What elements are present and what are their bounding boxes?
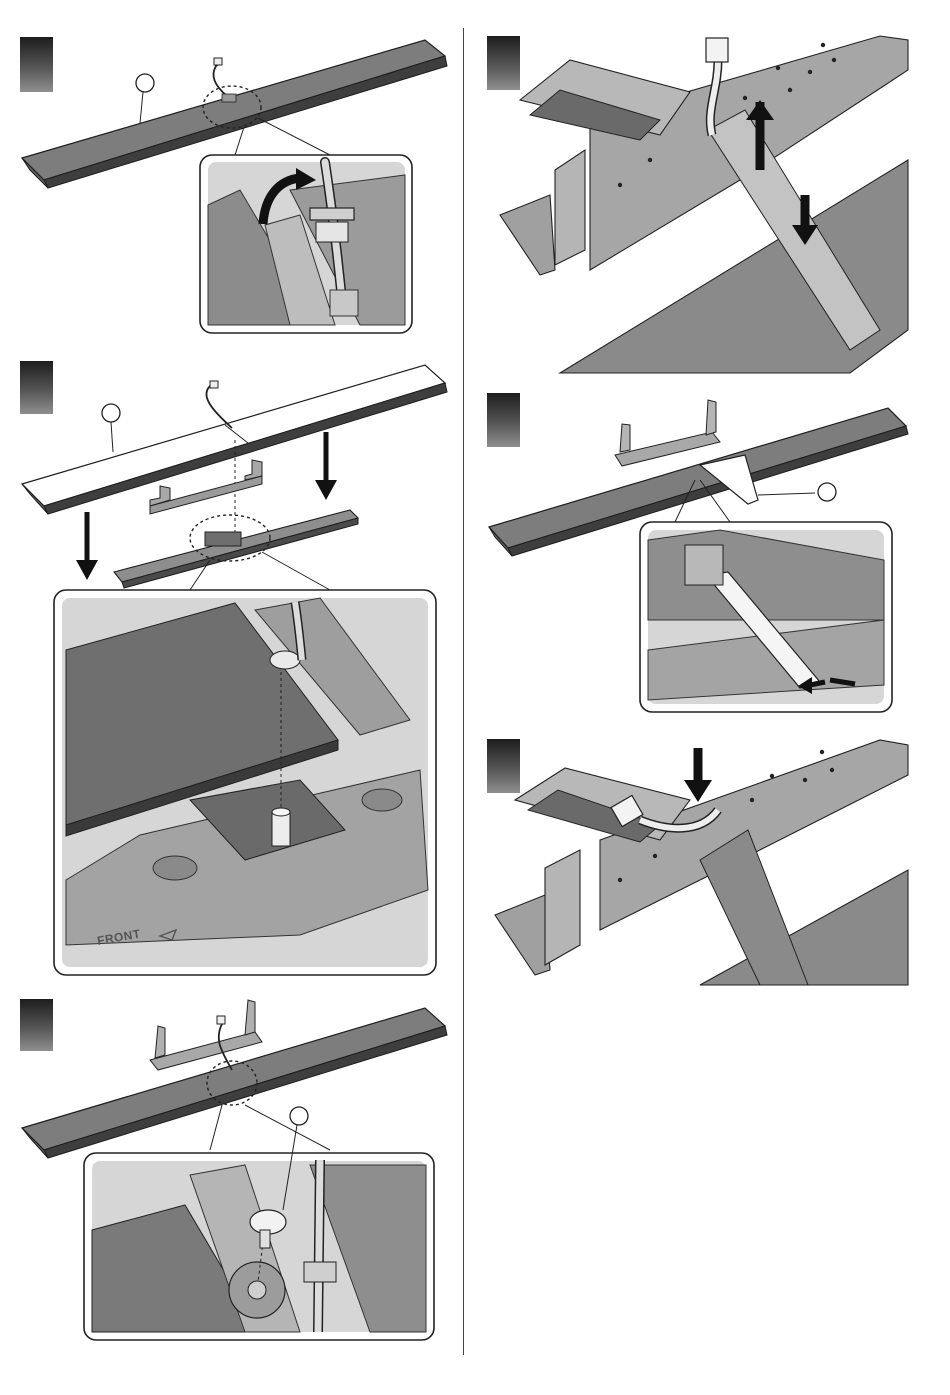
step-1-inset — [200, 155, 412, 333]
column-divider — [463, 28, 464, 1355]
step-2-callout-circle — [102, 404, 120, 422]
step-1-tab — [20, 37, 53, 92]
step-5 — [487, 393, 908, 712]
step-1-callout-circle — [136, 74, 154, 92]
step-3-tab — [20, 999, 53, 1051]
step-6-tab — [487, 739, 520, 793]
step-4 — [487, 36, 908, 373]
step-5-inset — [640, 522, 892, 712]
step-3-callout-circle — [290, 1107, 308, 1125]
step-3-inset — [84, 1153, 434, 1340]
step-2-inset: FRONT — [54, 590, 436, 975]
step-6 — [487, 739, 908, 985]
step-3-bar — [22, 1000, 447, 1158]
step-2: FRONT — [20, 361, 447, 975]
step-3 — [20, 999, 447, 1340]
step-1 — [20, 37, 447, 333]
step-5-callout-circle — [818, 483, 836, 501]
step-4-tab — [487, 36, 520, 90]
step-5-tab — [487, 393, 520, 447]
step-4-scene — [500, 36, 908, 373]
step-6-scene — [495, 740, 908, 985]
step-2-tab — [20, 361, 53, 414]
